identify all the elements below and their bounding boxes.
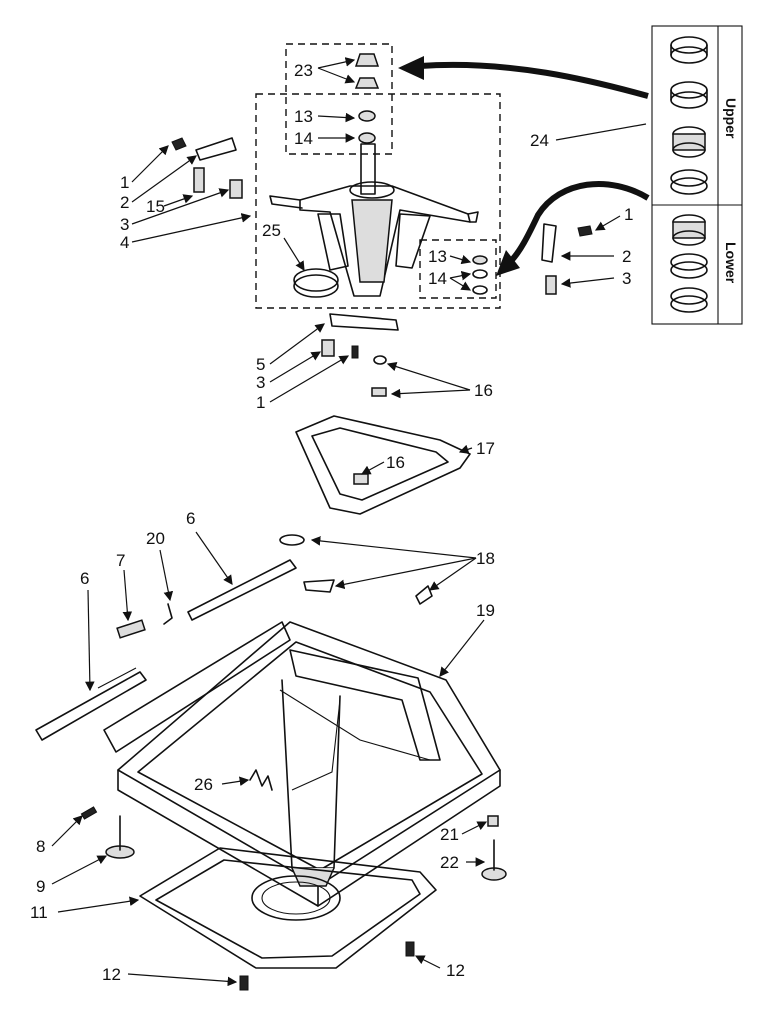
callout-21: 21 (440, 825, 459, 844)
callout-18: 18 (476, 549, 495, 568)
lower-bearing-set (670, 214, 708, 313)
callout-6-upper: 6 (186, 509, 195, 528)
callout-24: 24 (530, 131, 549, 150)
upper-bearing-set (670, 36, 708, 195)
callout-20: 20 (146, 529, 165, 548)
leveling-feet (80, 806, 507, 991)
callout-3: 3 (120, 215, 129, 234)
drive-cone-pair (354, 53, 380, 89)
callout-numbers: 23 13 14 1 2 15 3 4 25 24 1 2 3 13 14 5 … (30, 61, 633, 984)
callout-14: 14 (294, 129, 313, 148)
callout-3-center: 3 (256, 373, 265, 392)
callout-4: 4 (120, 233, 129, 252)
side-rails (35, 559, 297, 741)
callout-17: 17 (476, 439, 495, 458)
callout-26: 26 (194, 775, 213, 794)
callout-2-right: 2 (622, 247, 631, 266)
spring-clip (249, 769, 273, 791)
bearing-kit-box: Upper Lower (651, 25, 743, 325)
callout-8: 8 (36, 837, 45, 856)
callout-13: 13 (294, 107, 313, 126)
callout-16-lower: 16 (386, 453, 405, 472)
callout-3-right: 3 (622, 269, 631, 288)
callout-19: 19 (476, 601, 495, 620)
callout-7: 7 (116, 551, 125, 570)
center-bracket-parts (321, 313, 399, 359)
callout-12-left: 12 (102, 965, 121, 984)
callout-2: 2 (120, 193, 129, 212)
callout-9: 9 (36, 877, 45, 896)
upper-label: Upper (723, 98, 739, 139)
left-pivot-parts (171, 137, 243, 199)
callout-25: 25 (262, 221, 281, 240)
callout-1-center: 1 (256, 393, 265, 412)
callout-5: 5 (256, 355, 265, 374)
callout-1-right: 1 (624, 205, 633, 224)
transmission-support-assembly (255, 43, 501, 309)
gearcase-support (295, 355, 471, 515)
callout-14-right: 14 (428, 269, 447, 288)
callout-13-right: 13 (428, 247, 447, 266)
callout-leaders (51, 57, 647, 987)
lower-label: Lower (723, 242, 739, 284)
callout-11: 11 (30, 903, 48, 922)
base-pan (139, 847, 437, 969)
kit-arrows (398, 56, 650, 276)
right-pivot-parts (541, 223, 593, 295)
callout-1: 1 (120, 173, 129, 192)
callout-23: 23 (294, 61, 313, 80)
callout-6-lower: 6 (80, 569, 89, 588)
callout-12-right: 12 (446, 961, 465, 980)
callout-16: 16 (474, 381, 493, 400)
mounting-brackets (279, 534, 433, 605)
callout-22: 22 (440, 853, 459, 872)
callout-15: 15 (146, 197, 165, 216)
